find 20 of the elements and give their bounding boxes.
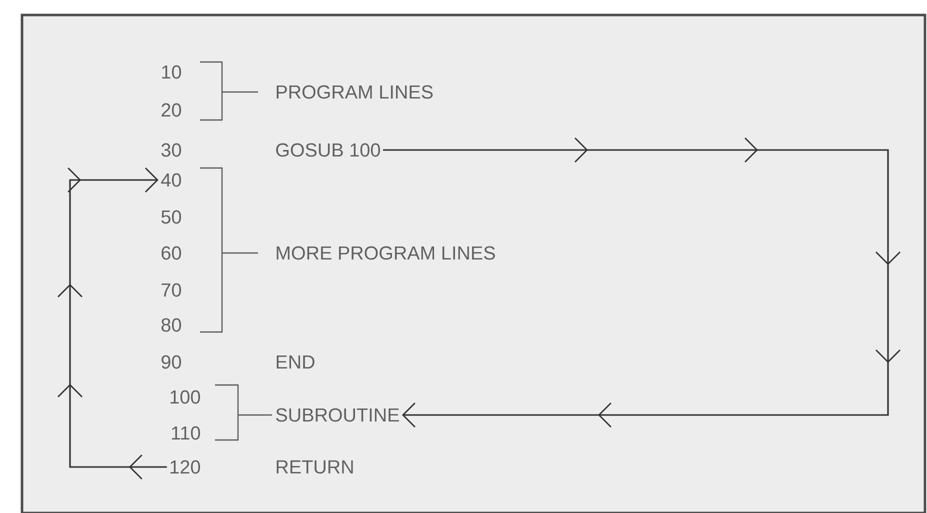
program-text: RETURN (276, 460, 353, 474)
program-line: 40 (161, 173, 182, 187)
program-line: SUBROUTINE (276, 408, 399, 422)
program-text: 70 (162, 283, 182, 297)
program-text: 30 (161, 143, 182, 157)
program-text: 100 (170, 390, 200, 404)
program-text: MORE PROGRAM LINES (276, 246, 495, 260)
program-text: 60 (162, 246, 182, 260)
program-text: 20 (162, 103, 182, 117)
program-text: 110 (172, 426, 200, 440)
program-text: PROGRAM LINES (276, 85, 433, 99)
arrow (58, 168, 167, 480)
program-text: 10 (162, 65, 182, 79)
program-text: 50 (161, 210, 182, 224)
program-line: 120 (170, 460, 200, 474)
program-text: END (276, 355, 314, 369)
program-text: 90 (162, 355, 182, 369)
arrow (383, 138, 900, 428)
program-text: 80 (162, 318, 182, 332)
program-line: GOSUB 100 (276, 143, 380, 157)
